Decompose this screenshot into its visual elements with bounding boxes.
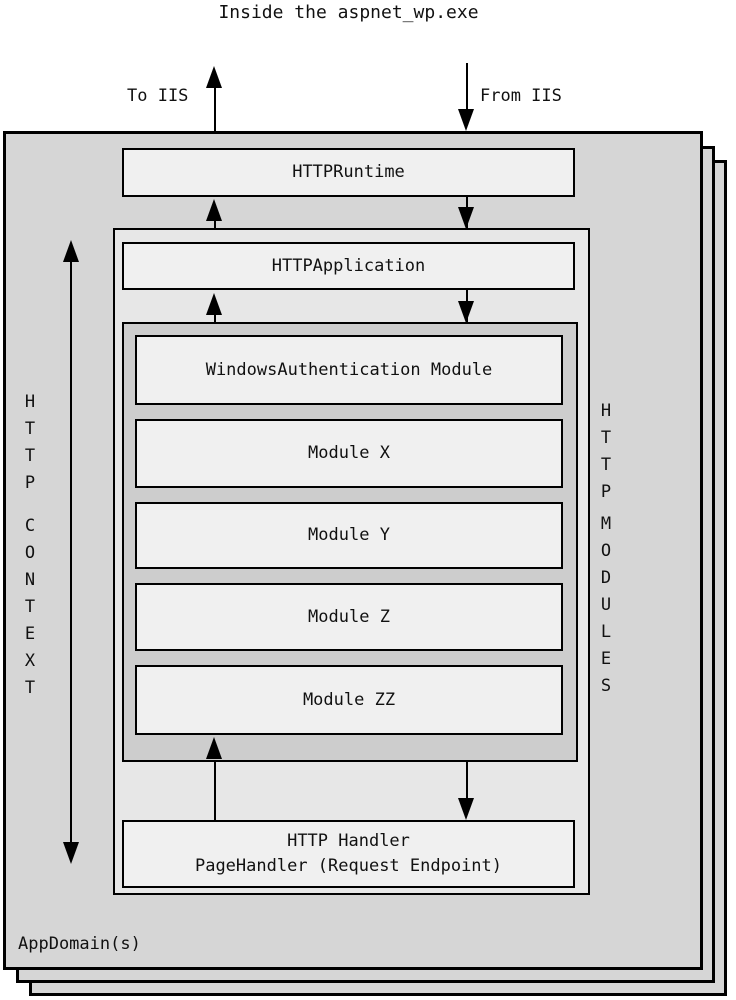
handler-up-arrow-line	[214, 755, 216, 820]
application-up-arrowhead-icon	[206, 293, 222, 315]
application-up-arrow-line	[214, 311, 216, 323]
module-label: Module Y	[308, 525, 390, 546]
from-iis-label: From IIS	[480, 86, 562, 106]
handler-up-arrowhead-icon	[206, 737, 222, 759]
runtime-up-arrow-line	[214, 217, 216, 229]
context-span-top-arrowhead-icon	[63, 240, 79, 262]
handler-down-arrowhead-icon	[458, 798, 474, 820]
httpapplication-label: HTTPApplication	[271, 255, 426, 276]
runtime-down-arrowhead-icon	[458, 207, 474, 229]
context-span-bottom-arrowhead-icon	[63, 842, 79, 864]
httpruntime-box: HTTPRuntime	[122, 148, 575, 197]
module-box-y: Module Y	[135, 502, 563, 569]
httpapplication-box: HTTPApplication	[122, 242, 575, 290]
to-iis-arrowhead-icon	[206, 66, 222, 88]
module-label: WindowsAuthentication Module	[205, 359, 493, 380]
http-handler-line2: PageHandler (Request Endpoint)	[194, 856, 503, 876]
application-down-arrowhead-icon	[458, 301, 474, 323]
diagram-title: Inside the aspnet_wp.exe	[218, 2, 479, 23]
http-modules-label-modules: MODULES	[596, 514, 616, 703]
module-box-z: Module Z	[135, 583, 563, 651]
module-label: Module Z	[308, 606, 390, 627]
from-iis-arrowhead-icon	[458, 109, 474, 131]
http-modules-label-http: HTTP	[596, 401, 616, 509]
appdomain-label: AppDomain(s)	[18, 934, 141, 954]
to-iis-label: To IIS	[127, 86, 189, 106]
from-iis-arrow-line	[466, 63, 468, 110]
http-handler-line1: HTTP Handler	[287, 831, 410, 852]
handler-down-arrow-line	[466, 735, 468, 799]
http-context-label-context: CONTEXT	[20, 516, 40, 705]
context-span-arrow-line	[70, 258, 72, 848]
httpruntime-label: HTTPRuntime	[292, 162, 405, 183]
module-label: Module ZZ	[302, 689, 396, 710]
module-box-windowsauthentication: WindowsAuthentication Module	[135, 335, 563, 405]
runtime-up-arrowhead-icon	[206, 199, 222, 221]
module-box-x: Module X	[135, 419, 563, 488]
module-box-zz: Module ZZ	[135, 665, 563, 735]
module-label: Module X	[308, 443, 390, 464]
http-context-label-http: HTTP	[20, 392, 40, 500]
to-iis-arrow-line	[214, 84, 216, 132]
http-handler-box: HTTP Handler PageHandler (Request Endpoi…	[122, 820, 575, 888]
